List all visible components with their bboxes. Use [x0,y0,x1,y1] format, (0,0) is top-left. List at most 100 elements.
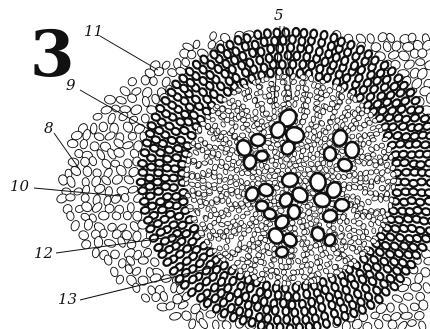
cell [344,105,350,110]
cell [243,122,250,127]
cell [289,60,296,69]
cell [385,168,390,173]
cell [258,89,264,95]
cell [235,88,241,93]
cell [282,28,289,37]
cell [293,292,300,301]
cell [265,53,273,63]
cell [99,122,108,132]
cell [361,141,366,147]
cell [272,97,278,103]
cell [324,147,337,162]
cell [275,275,281,279]
cell [415,198,425,206]
cell [300,29,308,38]
cell [173,144,183,153]
cell [239,184,245,190]
cell [271,306,279,315]
cell [410,283,421,292]
cell [327,255,333,260]
cell [94,237,102,248]
cell [198,137,204,143]
cell [154,169,163,176]
cell [343,258,348,264]
cell [354,121,359,126]
cell [315,47,324,57]
cell [380,177,385,183]
cell [317,265,322,271]
cell [425,159,430,167]
cell [256,200,269,211]
cell [305,322,313,329]
cell [253,109,258,116]
cell [172,154,182,162]
cell [319,90,324,95]
cell [268,273,273,280]
cell [282,275,288,282]
cell [251,134,265,146]
label-10: 10 [10,177,30,195]
cell [186,157,191,164]
cell [335,199,349,211]
cell [142,139,152,148]
cell [388,202,393,209]
cell [259,271,265,277]
cell [204,216,208,222]
label-9: 9 [66,76,76,94]
cell [308,297,316,307]
cell [305,204,310,209]
cell [260,106,266,113]
cell [223,136,228,142]
cell [422,150,430,158]
cell [140,149,150,157]
cell [417,178,426,185]
cell [217,187,224,192]
cell [66,194,76,201]
cell [360,251,366,256]
cell [292,28,299,37]
cell [292,101,297,108]
cell [222,97,227,102]
cell [171,192,180,200]
cell [425,189,430,197]
cell [322,319,331,329]
cell [276,323,283,329]
cell [226,197,231,204]
cell [138,160,147,168]
cell [313,321,321,329]
cell [293,96,299,101]
cell [200,185,206,191]
cell [369,179,374,185]
cell [333,269,340,275]
cell [67,139,78,148]
cell [200,222,206,227]
cell [120,106,131,113]
cell [362,132,368,139]
cell [370,138,376,143]
cell [272,108,277,114]
cell [330,174,335,179]
cell [295,85,301,91]
cell [140,206,150,214]
cell [345,142,359,158]
cell [253,302,262,312]
cell [312,213,318,218]
cell [370,152,376,157]
cell [186,204,193,209]
cell [138,169,147,176]
cell [287,324,294,329]
cell [421,207,430,216]
cell [140,197,149,205]
cell [360,234,365,241]
cell [243,33,252,43]
cell [359,103,364,109]
cell [245,89,250,95]
cell [311,116,316,123]
cell [258,101,265,107]
cell [300,74,307,80]
cell [201,161,207,166]
cell [285,96,291,101]
cell [416,161,425,169]
cell [378,227,383,233]
cell [411,140,421,149]
